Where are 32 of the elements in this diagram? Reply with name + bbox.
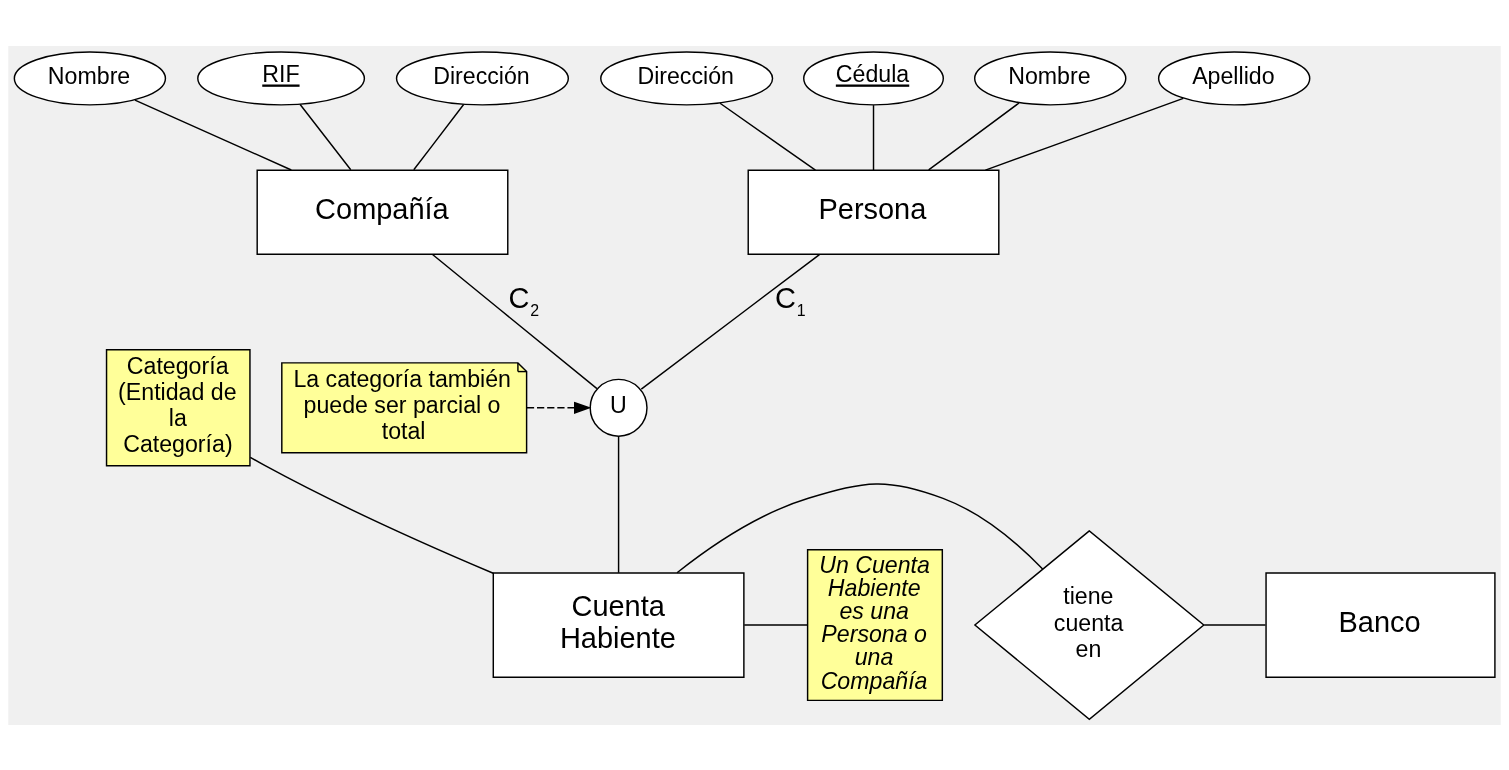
node-diamond: tiene cuenta en (973, 529, 1205, 720)
connector (872, 103, 875, 171)
node-box: Cuenta Habiente (492, 571, 745, 678)
arrow (526, 401, 592, 414)
node-ellipse: Nombre (973, 50, 1127, 106)
connector (249, 456, 494, 574)
connector (413, 103, 465, 171)
node-box: Categoría (Entidad de la Categoría) (105, 348, 251, 466)
node-ellipse: Nombre (13, 50, 167, 106)
node-ellipse: RIF (197, 50, 366, 106)
node-circle: U (589, 378, 648, 437)
connector (299, 103, 352, 171)
connector (984, 97, 1184, 171)
connector (431, 253, 598, 389)
node-ellipse: Apellido (1157, 50, 1311, 106)
node-box: Un Cuenta Habiente es una Persona o una Compañía (806, 548, 944, 701)
connector (134, 98, 293, 171)
connector (640, 253, 821, 390)
node-ellipse: Dirección (600, 50, 774, 106)
node-box: Banco (1265, 571, 1496, 678)
node-box: Persona (747, 169, 1000, 255)
node-ellipse: Cédula (803, 50, 944, 106)
connector (617, 435, 620, 573)
edge-label: C$_{1}$ (775, 281, 806, 319)
connector (676, 482, 1044, 573)
connector (743, 623, 809, 626)
node-ellipse: Dirección (395, 50, 570, 106)
connector (1203, 623, 1267, 626)
edge-label: C$_{2}$ (508, 281, 540, 319)
connector (719, 102, 817, 171)
node-box: Compañía (256, 169, 509, 255)
connector (927, 101, 1020, 171)
